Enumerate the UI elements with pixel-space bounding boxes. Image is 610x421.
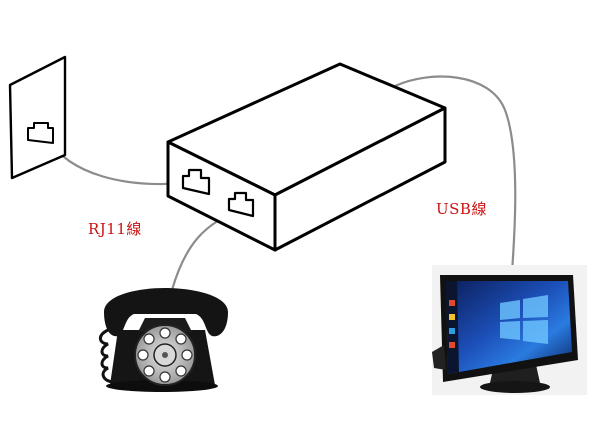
usb-cable-label: USB線 <box>436 200 487 218</box>
rj11-port-icon <box>181 168 211 196</box>
wall-to-box-cable <box>45 136 187 186</box>
rotary-telephone-icon <box>99 288 228 392</box>
rj11-cable-label: RJ11線 <box>88 220 142 238</box>
box-to-monitor-usb-cable <box>393 75 517 274</box>
wall-phone-jack-icon <box>8 55 67 180</box>
splitter-box <box>166 62 447 252</box>
computer-monitor-icon <box>432 265 587 395</box>
rj11-port-icon <box>227 191 255 218</box>
